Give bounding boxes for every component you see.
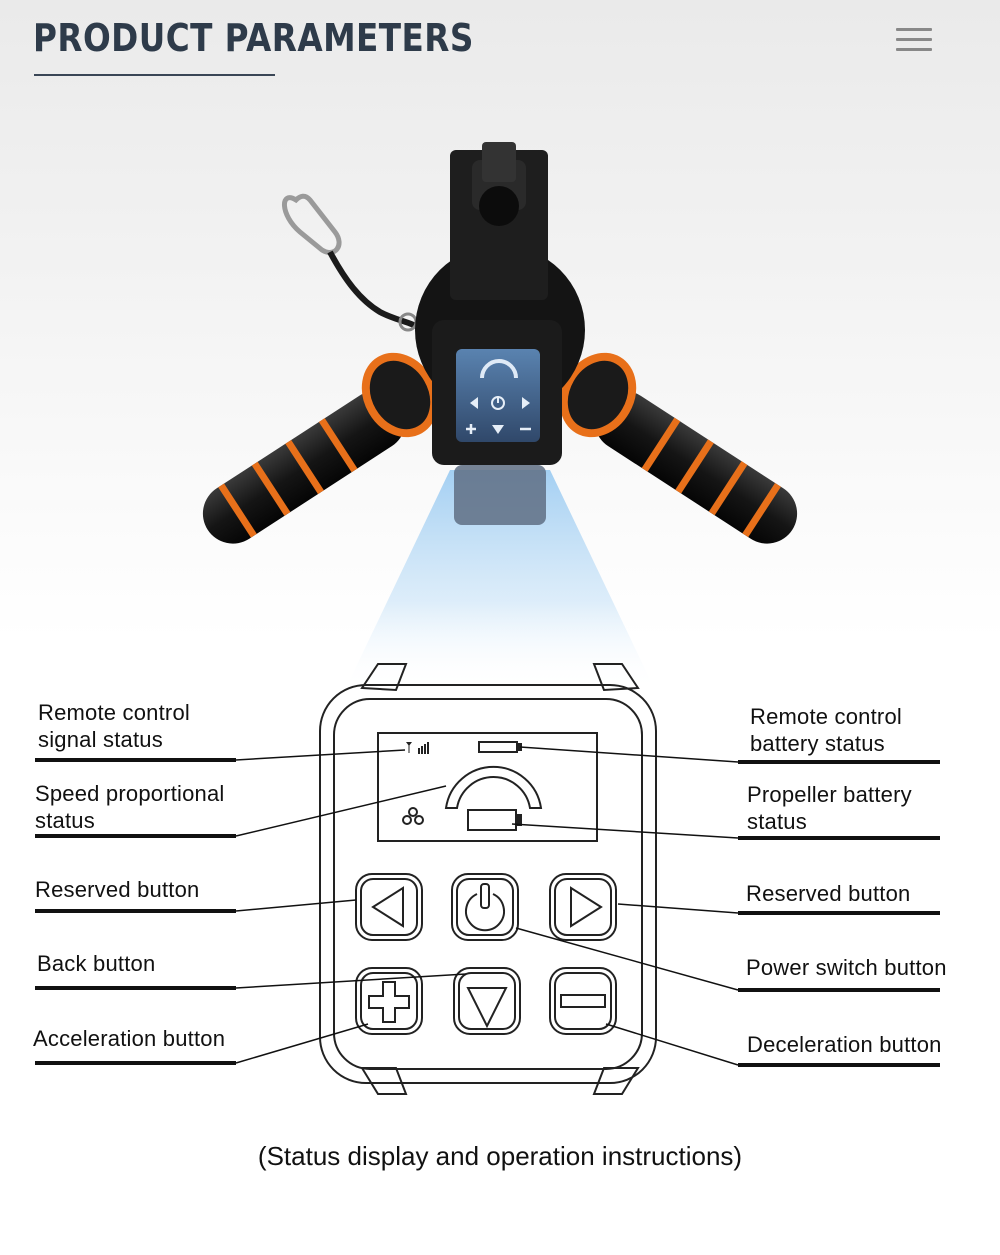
power-switch-button bbox=[451, 873, 519, 941]
propeller-icon bbox=[402, 807, 424, 825]
right-handle bbox=[594, 390, 798, 544]
carabiner-clip bbox=[282, 193, 342, 255]
page-title: PRODUCT PARAMETERS bbox=[33, 16, 474, 60]
leader-lines bbox=[235, 746, 739, 1066]
hamburger-menu-icon[interactable] bbox=[894, 24, 934, 56]
label-back-button: Back button bbox=[37, 951, 156, 976]
diagram-caption: (Status display and operation instructio… bbox=[257, 1141, 743, 1171]
label-reserved-left: Reserved button bbox=[35, 877, 200, 902]
reserved-right-button bbox=[549, 873, 617, 941]
lanyard-cord bbox=[327, 250, 422, 331]
propeller-battery-icon bbox=[467, 809, 522, 831]
label-acceleration-button: Acceleration button bbox=[33, 1026, 226, 1051]
back-button bbox=[453, 967, 521, 1035]
label-power-switch-button: Power switch button bbox=[746, 955, 947, 980]
label-underlines bbox=[35, 758, 940, 1067]
reserved-left-button bbox=[355, 873, 423, 941]
remote-diagram bbox=[319, 663, 657, 1095]
label-reserved-right: Reserved button bbox=[746, 881, 911, 906]
light-beam bbox=[345, 470, 655, 690]
remote-battery-icon bbox=[478, 741, 522, 753]
deceleration-button bbox=[549, 967, 617, 1035]
title-underline bbox=[34, 74, 275, 76]
label-deceleration-button: Deceleration button bbox=[747, 1032, 942, 1057]
left-handle bbox=[202, 390, 406, 544]
screen-outline bbox=[377, 732, 598, 842]
speed-gauge-icon bbox=[444, 765, 543, 809]
signal-icon bbox=[406, 742, 429, 754]
acceleration-button bbox=[355, 967, 423, 1035]
